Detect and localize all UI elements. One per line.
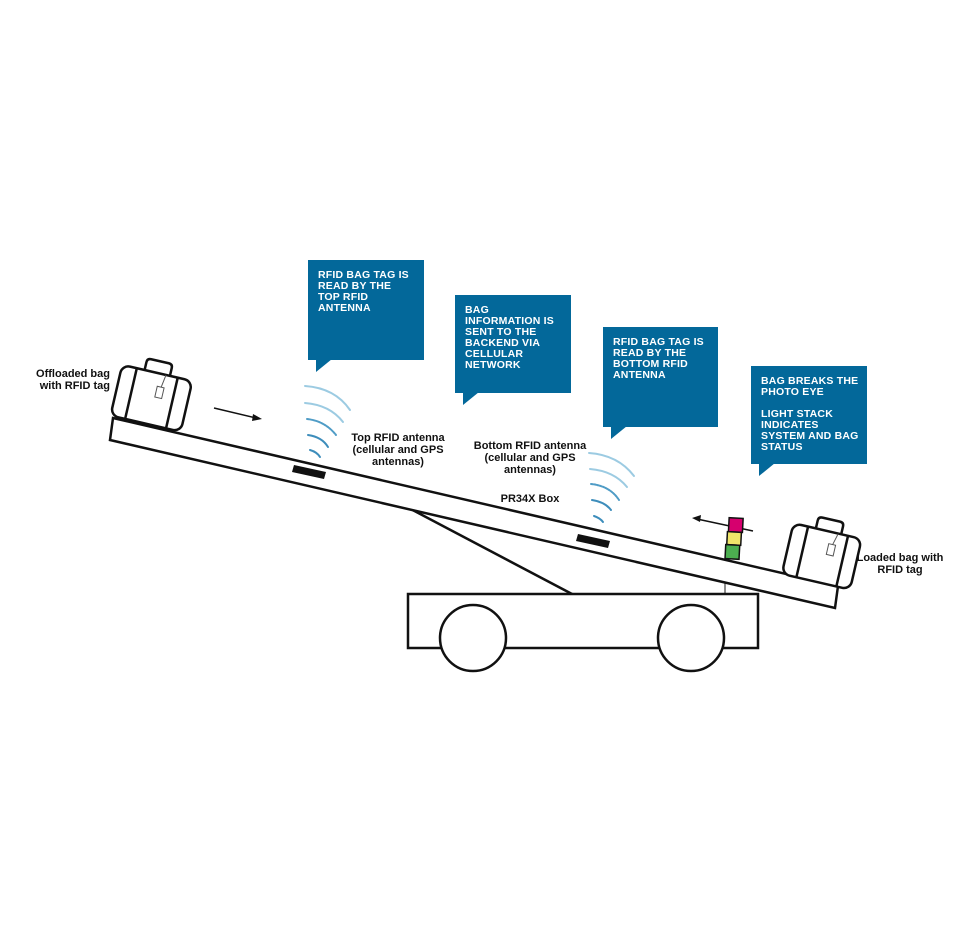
callout-top-antenna-read: RFID BAG TAG IS READ BY THE TOP RFID ANT… <box>308 260 424 360</box>
loaded-bag-icon <box>782 516 862 590</box>
offloaded-bag-label: Offloaded bag with RFID tag <box>36 368 110 392</box>
support-strut <box>404 504 573 596</box>
conveyor-belt <box>108 416 840 610</box>
callout-backend-cellular: BAG INFORMATION IS SENT TO THE BACKEND V… <box>455 295 571 393</box>
callout-tails <box>316 359 775 476</box>
bottom-rfid-antenna <box>576 534 610 548</box>
light-stack-icon <box>724 516 744 561</box>
rear-wheel <box>656 603 726 673</box>
bottom-antenna-waves-icon <box>588 452 635 523</box>
callout-text: RFID BAG TAG IS READ BY THE BOTTOM RFID … <box>613 336 704 381</box>
callout-text-2: LIGHT STACK INDICATES SYSTEM AND BAG STA… <box>761 408 859 453</box>
callout-text: BAG INFORMATION IS SENT TO THE BACKEND V… <box>465 304 554 371</box>
direction-arrow-left-icon <box>692 515 754 532</box>
bottom-antenna-label: Bottom RFID antenna (cellular and GPS an… <box>473 440 587 476</box>
callout-text: RFID BAG TAG IS READ BY THE TOP RFID ANT… <box>318 269 409 314</box>
direction-arrow-right-icon <box>213 407 262 421</box>
callout-text: BAG BREAKS THE PHOTO EYE <box>761 375 859 398</box>
top-rfid-antenna <box>292 465 326 479</box>
top-antenna-label: Top RFID antenna (cellular and GPS anten… <box>351 432 445 468</box>
pr34x-box-label: PR34X Box <box>500 493 560 505</box>
loaded-bag-label: Loaded bag with RFID tag <box>856 552 944 576</box>
top-antenna-waves-icon <box>304 385 351 458</box>
callout-photo-eye: BAG BREAKS THE PHOTO EYE LIGHT STACK IND… <box>751 366 867 464</box>
offloaded-bag-icon <box>110 357 193 432</box>
callout-bottom-antenna-read: RFID BAG TAG IS READ BY THE BOTTOM RFID … <box>603 327 718 427</box>
front-wheel <box>438 603 508 673</box>
